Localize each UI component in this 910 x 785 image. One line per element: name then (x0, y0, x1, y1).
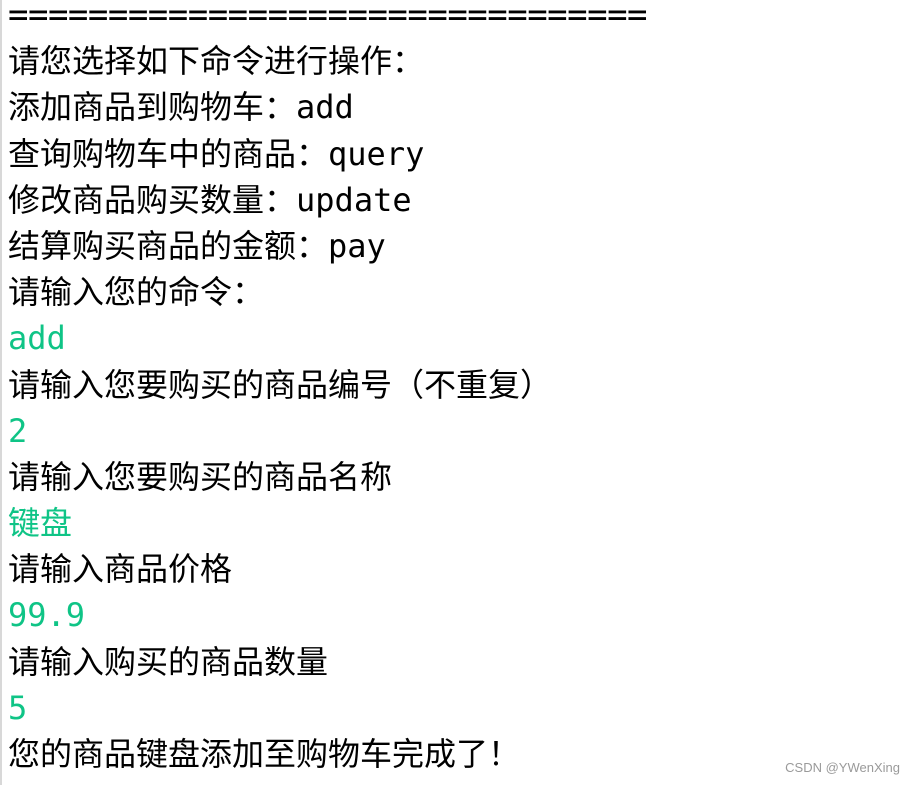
user-input-command: add (8, 319, 66, 358)
menu-item-label: 添加商品到购物车： (8, 88, 297, 127)
menu-item-label: 修改商品购买数量： (8, 180, 297, 219)
menu-item-command: add (296, 88, 354, 127)
menu-item-add: 添加商品到购物车：add (8, 84, 647, 130)
menu-item-query: 查询购物车中的商品：query (8, 131, 647, 177)
separator-line: ================================ (8, 0, 648, 35)
user-input-product-name: 键盘 (8, 504, 73, 543)
menu-item-command: update (296, 180, 412, 219)
prompt-product-price: 请输入商品价格 (8, 550, 233, 589)
watermark: CSDN @YWenXing (785, 760, 900, 775)
user-input-product-price: 99.9 (8, 596, 86, 635)
prompt-command: 请输入您的命令： (8, 273, 265, 312)
prompt-product-name: 请输入您要购买的商品名称 (8, 457, 393, 496)
menu-item-pay: 结算购买商品的金额：pay (8, 223, 647, 269)
menu-title: 请您选择如下命令进行操作： (8, 42, 425, 81)
menu-item-label: 查询购物车中的商品： (8, 134, 329, 173)
menu-item-label: 结算购买商品的金额： (8, 226, 329, 265)
prompt-product-id: 请输入您要购买的商品编号（不重复） (8, 365, 553, 404)
menu-item-command: pay (328, 226, 386, 265)
menu-item-update: 修改商品购买数量：update (8, 177, 647, 223)
window-left-border (0, 0, 2, 785)
user-input-product-quantity: 5 (8, 688, 28, 727)
menu-item-command: query (328, 134, 425, 173)
console-output: ================================ 请您选择如下命… (8, 0, 648, 777)
user-input-product-id: 2 (8, 411, 28, 450)
result-message: 您的商品键盘添加至购物车完成了！ (8, 735, 521, 773)
prompt-product-quantity: 请输入购买的商品数量 (8, 642, 329, 681)
